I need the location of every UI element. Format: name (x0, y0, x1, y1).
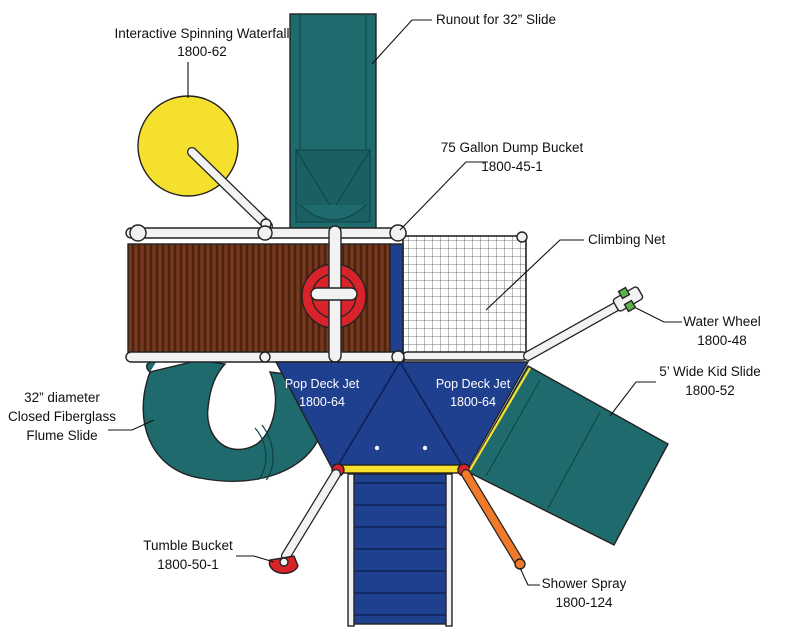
svg-text:1800-64: 1800-64 (450, 395, 496, 409)
pop-jet-nozzle-left (374, 445, 380, 451)
label-climbing-net: Climbing Net (588, 232, 666, 247)
spinning-waterfall (137, 95, 273, 231)
deck-divider-strip (389, 243, 404, 359)
svg-text:Climbing Net: Climbing Net (588, 232, 666, 247)
svg-text:1800-124: 1800-124 (555, 595, 613, 610)
water-wheel (523, 286, 644, 361)
flume-slide (142, 359, 319, 482)
svg-text:Water Wheel: Water Wheel (683, 314, 761, 329)
kid-slide (467, 365, 669, 546)
svg-text:Shower Spray: Shower Spray (542, 576, 627, 591)
svg-text:Tumble Bucket: Tumble Bucket (143, 538, 233, 553)
svg-text:Pop Deck Jet: Pop Deck Jet (285, 377, 360, 391)
svg-text:Closed Fiberglass: Closed Fiberglass (8, 409, 116, 424)
svg-text:Runout for 32” Slide: Runout for 32” Slide (436, 12, 556, 27)
svg-text:Interactive Spinning Waterfall: Interactive Spinning Waterfall (114, 26, 289, 41)
svg-text:32” diameter: 32” diameter (24, 390, 100, 405)
svg-text:5’ Wide Kid Slide: 5’ Wide Kid Slide (659, 364, 761, 379)
runout-slide (289, 13, 377, 233)
svg-text:1800-64: 1800-64 (299, 395, 345, 409)
climbing-net (402, 235, 527, 359)
svg-text:Pop Deck Jet: Pop Deck Jet (436, 377, 511, 391)
label-waterfall: Interactive Spinning Waterfall 1800-62 (114, 26, 289, 59)
label-dump-bucket: 75 Gallon Dump Bucket 1800-45-1 (441, 140, 584, 174)
label-pop-deck-jet-right: Pop Deck Jet 1800-64 (436, 377, 511, 409)
bottom-rail (125, 350, 528, 364)
label-water-wheel: Water Wheel 1800-48 (683, 314, 761, 348)
label-shower-spray: Shower Spray 1800-124 (542, 576, 627, 610)
svg-text:Flume Slide: Flume Slide (26, 428, 97, 443)
tumble-bucket (268, 469, 341, 575)
svg-text:75 Gallon Dump Bucket: 75 Gallon Dump Bucket (441, 140, 584, 155)
label-tumble-bucket: Tumble Bucket 1800-50-1 (143, 538, 233, 572)
svg-text:1800-62: 1800-62 (177, 44, 227, 59)
label-pop-deck-jet-left: Pop Deck Jet 1800-64 (285, 377, 360, 409)
steps (347, 473, 453, 627)
dump-bucket (301, 225, 367, 363)
shower-spray (461, 469, 526, 570)
svg-text:1800-50-1: 1800-50-1 (157, 557, 219, 572)
svg-text:1800-48: 1800-48 (697, 333, 747, 348)
svg-text:1800-45-1: 1800-45-1 (481, 159, 543, 174)
label-runout: Runout for 32” Slide (436, 12, 556, 27)
svg-text:1800-52: 1800-52 (685, 383, 735, 398)
pop-jet-nozzle-right (422, 445, 428, 451)
blue-splash-deck (274, 361, 530, 477)
label-flume-slide: 32” diameter Closed Fiberglass Flume Sli… (8, 390, 116, 443)
label-kid-slide: 5’ Wide Kid Slide 1800-52 (659, 364, 761, 398)
leader-lines (108, 19, 682, 586)
